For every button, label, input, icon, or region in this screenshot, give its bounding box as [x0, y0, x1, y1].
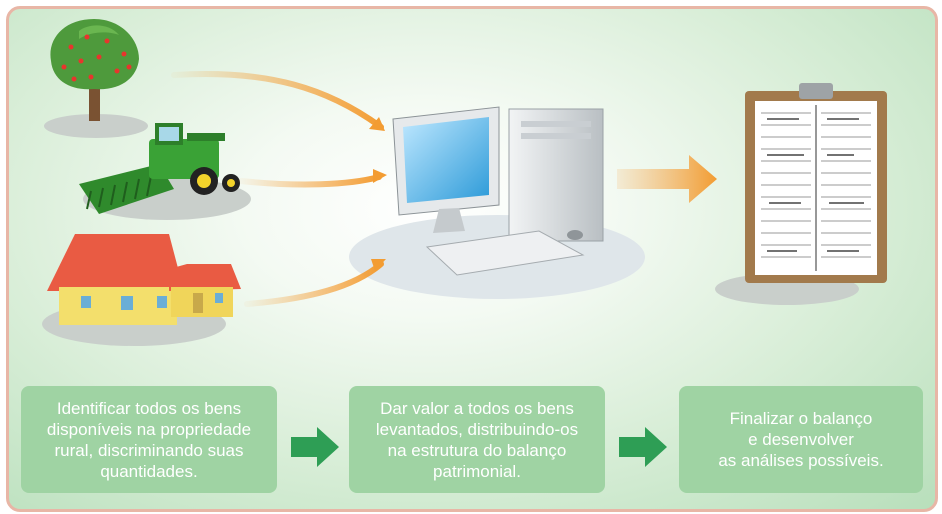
output-arrow [617, 155, 717, 203]
tree-shadow [44, 114, 148, 138]
house-door [193, 293, 203, 313]
mouse [567, 230, 583, 240]
monitor-stand [433, 208, 465, 233]
diagram-frame: Identificar todos os bens disponíveis na… [6, 6, 938, 512]
tower-drive-1 [521, 121, 591, 127]
house-roof-wing [169, 264, 241, 291]
step-arrow-1 [291, 427, 339, 467]
house-roof-main [47, 234, 184, 291]
step-line: e desenvolver [748, 430, 854, 449]
monitor-screen [403, 117, 489, 203]
step-line: Identificar todos os bens [56, 398, 242, 418]
arrowhead-3 [371, 259, 386, 271]
step-line: levantados, distribuindo-os [375, 419, 579, 439]
step-line: disponíveis na propriedade [46, 419, 252, 439]
step-text: Finalizar o balanço e desenvolver as aná… [718, 408, 883, 471]
step-line: Dar valor a todos os bens [380, 398, 574, 418]
house-window-2 [121, 296, 133, 310]
harvester-grain-tank [187, 133, 225, 141]
computer-tower [508, 108, 604, 242]
harvester-hub-rear [227, 179, 235, 187]
tree-highlight [79, 25, 119, 39]
house-icon [47, 234, 241, 325]
arrowhead-1 [369, 117, 385, 131]
step-line: quantidades. [100, 461, 198, 481]
step-text: Identificar todos os bens disponíveis na… [47, 398, 251, 482]
illustration-scene [42, 19, 887, 467]
computer-icon [392, 106, 604, 276]
step-line: patrimonial. [433, 461, 521, 481]
step-arrow-2 [619, 427, 667, 467]
clipboard-clip [799, 83, 833, 99]
sheet-bold-lines [767, 118, 864, 252]
harvester-blades [86, 175, 152, 210]
step-box-value: Dar valor a todos os bens levantados, di… [349, 386, 605, 493]
keyboard [425, 230, 585, 276]
tree-icon [50, 19, 139, 121]
step-text: Dar valor a todos os bens levantados, di… [376, 398, 578, 482]
harvester-window [159, 127, 179, 141]
tree-fruits [61, 34, 132, 82]
house-window-3 [157, 296, 167, 308]
harvester-hub-front [197, 174, 211, 188]
input-arrows [171, 70, 384, 307]
arrowhead-2 [373, 169, 387, 183]
arrow-house-to-computer [244, 261, 384, 307]
step-line: as análises possíveis. [718, 451, 884, 470]
sheet-lines [761, 112, 871, 258]
tree-trunk [89, 69, 100, 121]
step-line: na estrutura do balanço [387, 440, 567, 460]
arrow-tree-to-computer [171, 70, 384, 130]
step-line: rural, discriminando suas [54, 440, 244, 460]
arrow-harvester-to-computer [238, 174, 382, 188]
step-line: Finalizar o balanço [729, 409, 873, 428]
tower-drive-2 [521, 133, 591, 139]
harvester-icon [79, 123, 240, 214]
house-window-4 [215, 293, 223, 303]
step-box-finalize: Finalizar o balanço e desenvolver as aná… [679, 386, 923, 493]
step-box-identify: Identificar todos os bens disponíveis na… [21, 386, 277, 493]
balance-sheet-clipboard-icon [745, 83, 887, 283]
house-window-1 [81, 296, 91, 308]
